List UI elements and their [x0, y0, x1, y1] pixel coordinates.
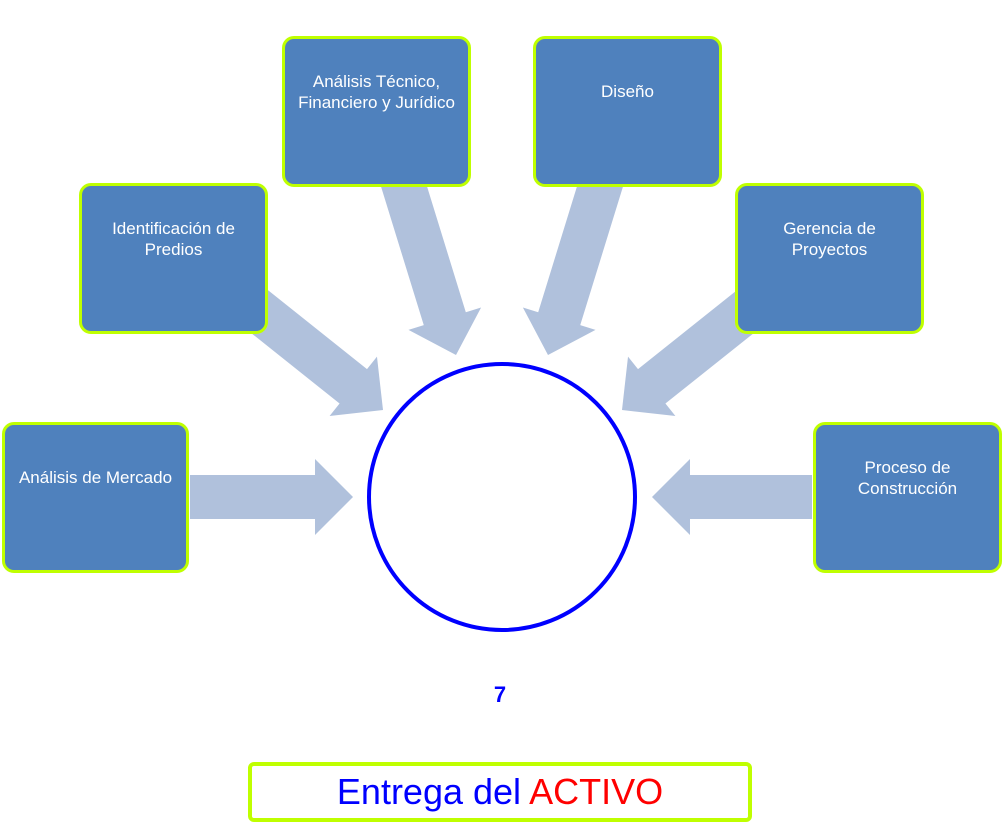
center-number: 7 — [493, 682, 507, 707]
arrow-icon — [652, 459, 812, 535]
result-highlight: ACTIVO — [529, 771, 664, 812]
box-gerencia-proyectos: Gerencia de Proyectos — [735, 183, 924, 334]
result-text: Entrega del — [336, 771, 522, 812]
box-label: Análisis de Mercado — [18, 468, 173, 487]
box-proceso-construccion: Proceso de Construcción — [813, 422, 1002, 573]
box-identificacion-predios: Identificación de Predios — [79, 183, 268, 334]
box-analisis-mercado: Análisis de Mercado — [2, 422, 189, 573]
arrow-icon — [231, 282, 383, 417]
box-label: Gerencia de Proyectos — [783, 218, 876, 259]
box-analisis-tecnico: Análisis Técnico, Financiero y Jurídico — [282, 36, 471, 187]
box-diseno: Diseño — [533, 36, 722, 187]
arrow-icon — [522, 173, 624, 355]
box-label: Identificación de Predios — [112, 218, 235, 259]
box-label: Diseño — [601, 82, 654, 101]
center-circle — [367, 362, 637, 632]
arrow-icon — [190, 459, 353, 535]
box-label: Análisis Técnico, Financiero y Jurídico — [298, 71, 455, 112]
arrow-icon — [380, 173, 482, 355]
box-label: Proceso de Construcción — [857, 457, 958, 498]
result-box: Entrega del ACTIVO — [248, 762, 752, 822]
